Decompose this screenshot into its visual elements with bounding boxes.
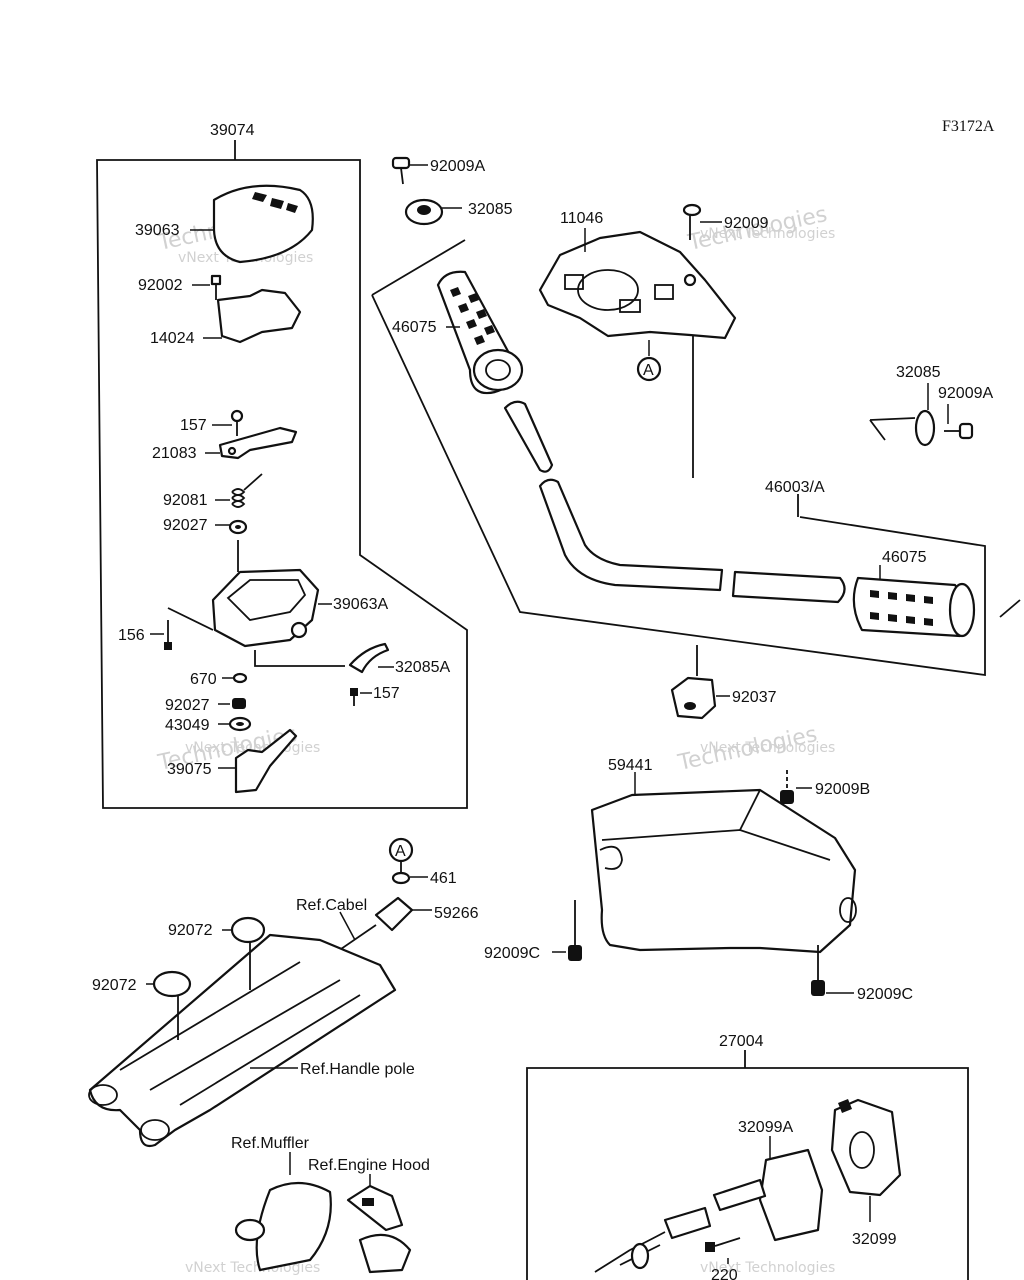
ref-muffler-label: Ref.Muffler bbox=[231, 1135, 310, 1152]
screw-156: 156 bbox=[118, 607, 214, 650]
handlebar-box: 46003/A bbox=[371, 239, 1021, 677]
figure-code: F3172A bbox=[942, 118, 995, 135]
part-label-670: 670 bbox=[190, 671, 217, 688]
part-label-21083: 21083 bbox=[152, 445, 197, 462]
part-label-39075: 39075 bbox=[167, 761, 212, 778]
cap-32085-right: 32085 bbox=[896, 364, 941, 447]
bolt-92009a-top: 92009A bbox=[391, 156, 485, 185]
part-label-32085-top: 32085 bbox=[468, 201, 513, 218]
lever-39075: 39075 bbox=[167, 728, 298, 794]
part-label-156: 156 bbox=[118, 627, 145, 644]
oring-670: 670 bbox=[190, 671, 248, 688]
part-label-39063: 39063 bbox=[135, 222, 180, 239]
bolt-92009b: 92009B bbox=[780, 770, 870, 804]
part-label-92009b: 92009B bbox=[815, 781, 870, 798]
switch-assembly-box: 27004 bbox=[526, 1033, 969, 1280]
part-label-46003a: 46003/A bbox=[765, 479, 825, 496]
screw-92002: 92002 bbox=[138, 274, 222, 300]
bracket-11046: 11046 A bbox=[538, 210, 737, 478]
ref-engine-hood: Ref.Engine Hood bbox=[308, 1157, 430, 1274]
screw-157-top: 157 bbox=[180, 409, 244, 436]
clamp-92037: 92037 bbox=[670, 645, 777, 720]
bolt-92009c-left: 92009C bbox=[484, 900, 582, 962]
part-label-157: 157 bbox=[180, 417, 207, 434]
part-label-92072-upper: 92072 bbox=[168, 922, 213, 939]
part-label-46075-left: 46075 bbox=[392, 319, 437, 336]
clamp-92072-lower: 92072 bbox=[92, 970, 192, 1040]
cable-adjuster-group: A 461 59266 Ref.Cabel bbox=[296, 837, 479, 963]
screw-157-lower: 157 bbox=[350, 685, 400, 706]
part-label-59441: 59441 bbox=[608, 757, 653, 774]
handlebar-tube-46003 bbox=[503, 400, 846, 604]
cover-59441: 59441 bbox=[590, 757, 857, 954]
part-label-157-lower: 157 bbox=[373, 685, 400, 702]
ref-muffler: Ref.Muffler bbox=[231, 1135, 332, 1272]
part-label-92037: 92037 bbox=[732, 689, 777, 706]
watermark-text: vNext Technologies bbox=[700, 226, 835, 242]
part-label-46075-right: 46075 bbox=[882, 549, 927, 566]
nut-92027-lower: 92027 bbox=[165, 697, 246, 714]
part-label-43049: 43049 bbox=[165, 717, 210, 734]
callout-a-marker: A bbox=[395, 843, 406, 860]
screw-220: 220 bbox=[705, 1237, 741, 1280]
part-label-59266: 59266 bbox=[434, 905, 479, 922]
throttle-cover-part: 39063 bbox=[135, 184, 314, 264]
part-label-92072-lower: 92072 bbox=[92, 977, 137, 994]
part-label-92009-top: 92009 bbox=[724, 215, 769, 232]
handle-pole: Ref.Handle pole bbox=[88, 933, 415, 1148]
switch-cover-32099a: 32099A bbox=[594, 1119, 824, 1273]
part-label-27004: 27004 bbox=[719, 1033, 764, 1050]
clamp-92072-upper: 92072 bbox=[168, 916, 266, 990]
part-label-92009a-right: 92009A bbox=[938, 385, 993, 402]
gasket-14024: 14024 bbox=[150, 288, 302, 347]
grip-46075-right: 46075 bbox=[852, 549, 976, 638]
ref-cabel-label: Ref.Cabel bbox=[296, 897, 367, 914]
washer-92027-top: 92027 bbox=[163, 517, 248, 535]
screw-92009-top: 92009 bbox=[682, 203, 769, 240]
part-label-92009c-right: 92009C bbox=[857, 986, 913, 1003]
lever-21083: 21083 bbox=[152, 426, 298, 462]
part-label-32099: 32099 bbox=[852, 1231, 897, 1248]
part-label-92027-lower: 92027 bbox=[165, 697, 210, 714]
part-label-32085a: 32085A bbox=[395, 659, 450, 676]
watermark-text: vNext Technologies bbox=[700, 1260, 835, 1276]
bolt-92009c-right: 92009C bbox=[811, 945, 913, 1003]
ref-handle-pole-label: Ref.Handle pole bbox=[300, 1061, 415, 1078]
clip-32085a: 32085A bbox=[254, 642, 450, 676]
part-label-92009c-left: 92009C bbox=[484, 945, 540, 962]
grip-46075-left: 46075 bbox=[392, 270, 524, 395]
seal-43049: 43049 bbox=[165, 716, 252, 734]
part-label-39074: 39074 bbox=[210, 122, 255, 139]
part-label-14024: 14024 bbox=[150, 330, 195, 347]
watermark-text: vNext Technologies bbox=[700, 740, 835, 756]
part-label-220: 220 bbox=[711, 1267, 738, 1280]
part-label-92002: 92002 bbox=[138, 277, 183, 294]
spring-92081: 92081 bbox=[163, 473, 263, 509]
throttle-housing-39063a: 39063A bbox=[211, 540, 388, 648]
part-label-32099a: 32099A bbox=[738, 1119, 793, 1136]
switch-housing-32099: 32099 bbox=[830, 1098, 902, 1248]
callout-a-marker: A bbox=[643, 362, 654, 379]
part-label-11046: 11046 bbox=[560, 210, 603, 227]
ref-engine-hood-label: Ref.Engine Hood bbox=[308, 1157, 430, 1174]
bolt-92009a-right: 92009A bbox=[938, 385, 993, 440]
throttle-assembly-box: 39074 bbox=[96, 122, 468, 809]
part-label-92027: 92027 bbox=[163, 517, 208, 534]
part-label-92009a-top: 92009A bbox=[430, 158, 485, 175]
part-label-461: 461 bbox=[430, 870, 457, 887]
part-label-32085-right: 32085 bbox=[896, 364, 941, 381]
part-label-92081: 92081 bbox=[163, 492, 208, 509]
cap-32085-top: 32085 bbox=[404, 198, 513, 226]
part-label-39063a: 39063A bbox=[333, 596, 388, 613]
